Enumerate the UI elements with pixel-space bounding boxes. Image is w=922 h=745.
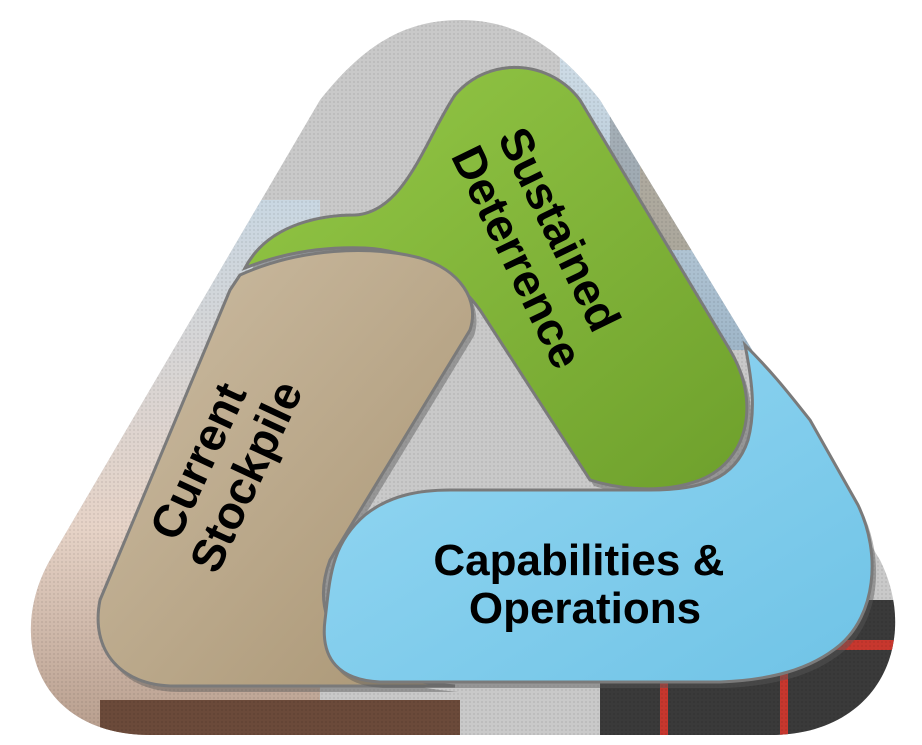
segment-capabilities-label: Capabilities & Operations [433,536,736,633]
segment-current-stockpile: Current Stockpile [96,249,477,692]
segment-capabilities-operations: Capabilities & Operations [322,340,877,688]
segment-capabilities-shape [322,340,874,684]
segment-sustained-deterrence: Sustained Deterrence [241,65,751,495]
